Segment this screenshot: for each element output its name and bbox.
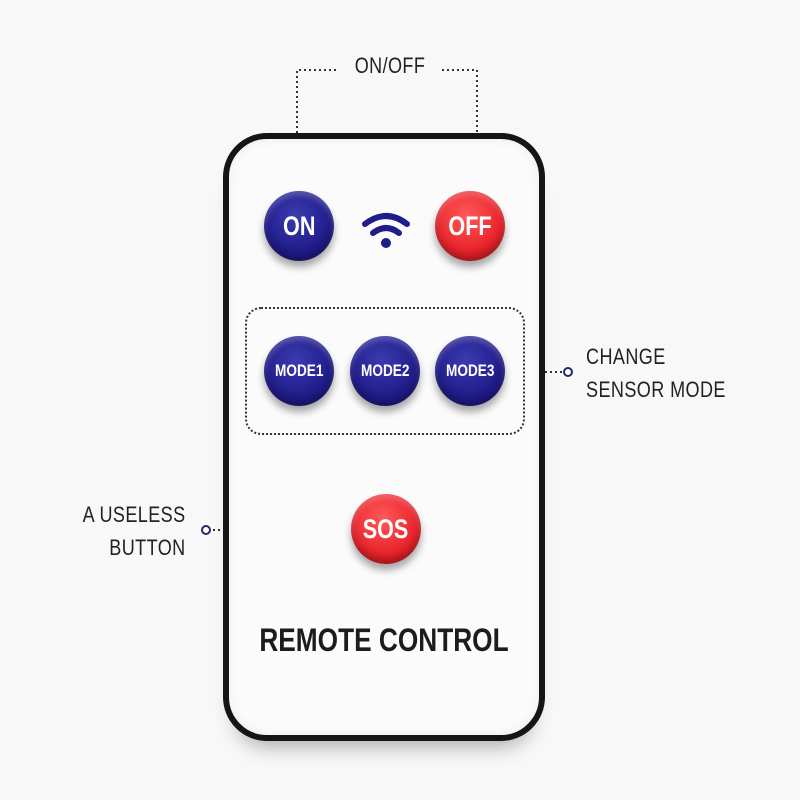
mode3-button-label: MODE3: [445, 361, 495, 380]
sos-button-label: SOS: [363, 513, 409, 544]
useless-button-annotation: A USELESS BUTTON: [83, 498, 186, 564]
sensor-annotation-line1: CHANGE: [586, 344, 666, 369]
useless-annotation-line1: A USELESS: [83, 502, 186, 527]
onoff-annotation: ON/OFF: [354, 53, 426, 78]
sensor-annotation-line2: SENSOR MODE: [586, 377, 726, 402]
on-button[interactable]: ON: [264, 191, 334, 261]
remote-control-title: REMOTE CONTROL: [223, 622, 545, 659]
mode1-button-label: MODE1: [274, 361, 324, 380]
mode-buttons-group: [245, 307, 525, 435]
mode2-button[interactable]: MODE2: [350, 336, 420, 406]
mode1-button[interactable]: MODE1: [264, 336, 334, 406]
remote-control-title-text: REMOTE CONTROL: [259, 622, 509, 658]
off-button[interactable]: OFF: [435, 191, 505, 261]
sos-button[interactable]: SOS: [351, 494, 421, 564]
mode2-button-label: MODE2: [360, 361, 410, 380]
wifi-icon: [362, 213, 410, 248]
mode3-button[interactable]: MODE3: [435, 336, 505, 406]
change-sensor-mode-annotation: CHANGE SENSOR MODE: [586, 340, 726, 406]
on-button-label: ON: [282, 210, 316, 241]
useless-dot: [201, 525, 211, 535]
onoff-connector: [296, 69, 478, 173]
useless-annotation-line2: BUTTON: [109, 535, 186, 560]
sensor-dot: [563, 367, 573, 377]
off-button-label: OFF: [448, 210, 492, 241]
